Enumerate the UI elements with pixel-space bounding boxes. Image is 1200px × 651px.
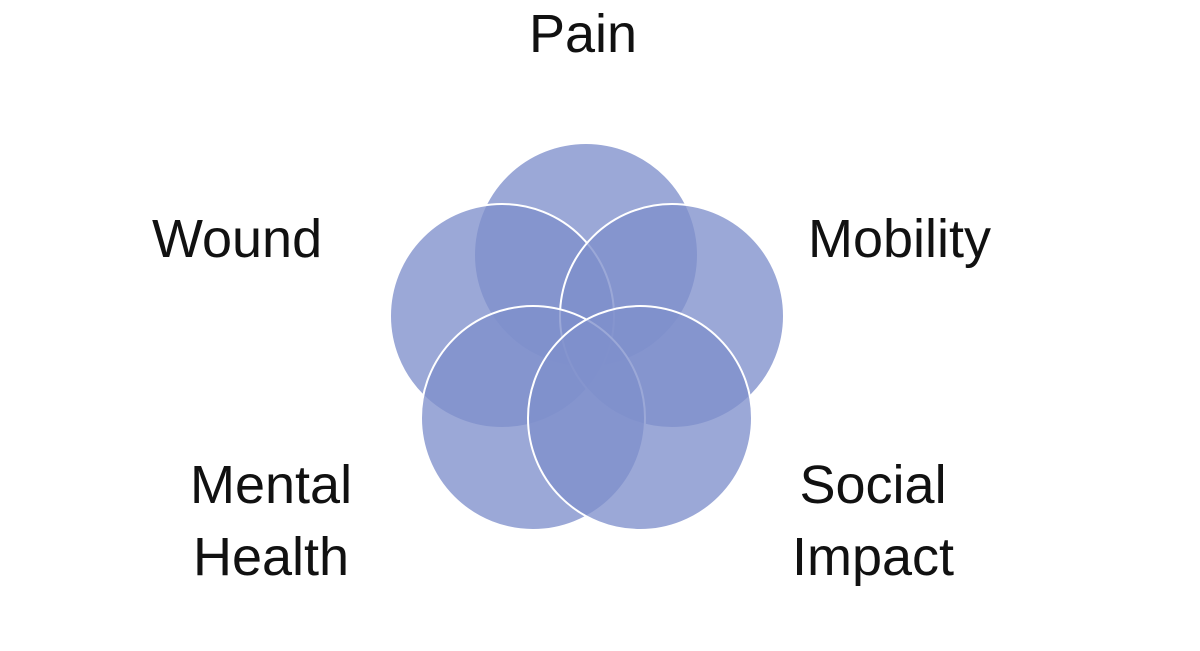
social-impact-circle xyxy=(527,305,753,531)
wound-label: Wound xyxy=(152,209,323,269)
social-impact-label-line-1: Social xyxy=(799,455,947,515)
mental-health-label: Mental Health xyxy=(190,449,352,593)
mental-health-label-line-2: Health xyxy=(193,527,350,587)
mobility-label: Mobility xyxy=(808,209,992,269)
pain-label: Pain xyxy=(529,4,638,64)
mental-health-label-line-1: Mental xyxy=(190,455,353,515)
social-impact-label-line-2: Impact xyxy=(792,527,955,587)
social-impact-label: Social Impact xyxy=(792,449,954,593)
